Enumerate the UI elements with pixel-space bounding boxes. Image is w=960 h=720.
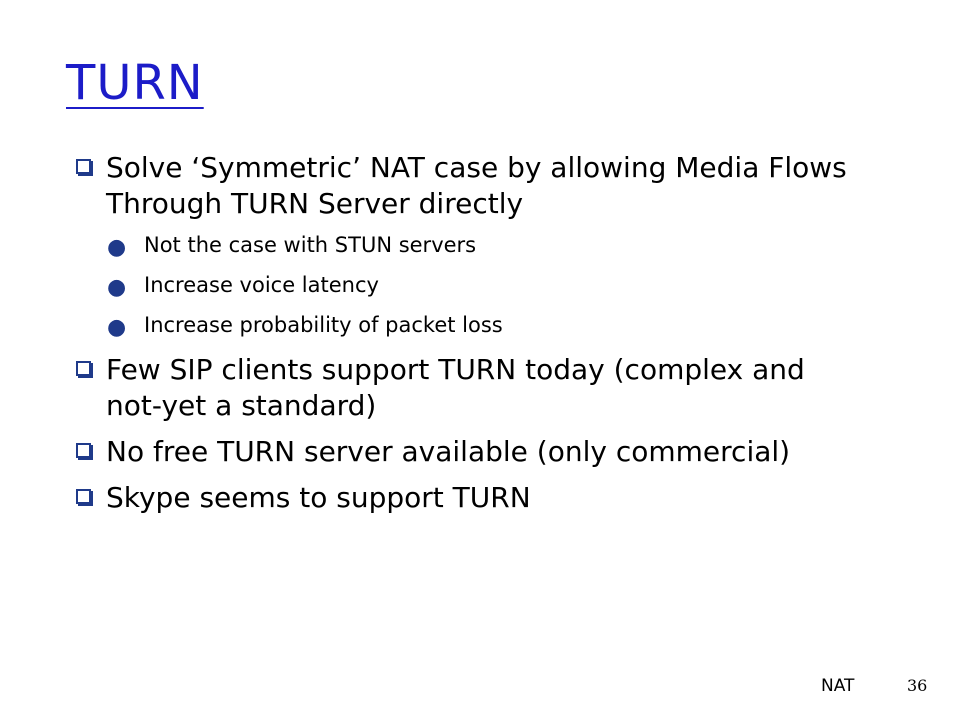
bullet-text: Skype seems to support TURN	[106, 481, 531, 514]
page-number: 36	[907, 676, 928, 695]
sub-bullet-item: ● Not the case with STUN servers	[72, 232, 932, 260]
circle-bullet-icon: ●	[107, 315, 127, 340]
square-bullet-icon	[76, 159, 91, 174]
bullet-item: Skype seems to support TURN	[72, 480, 932, 516]
bullet-text: Few SIP clients support TURN today (comp…	[106, 353, 805, 422]
bullet-text: Solve ‘Symmetric’ NAT case by allowing M…	[106, 151, 847, 220]
sub-bullet-text: Increase probability of packet loss	[144, 313, 503, 337]
sub-bullet-list: ● Not the case with STUN servers ● Incre…	[72, 232, 932, 340]
sub-bullet-text: Not the case with STUN servers	[144, 233, 477, 257]
bullet-item: Few SIP clients support TURN today (comp…	[72, 352, 826, 424]
square-bullet-icon	[76, 489, 91, 504]
bullet-text: No free TURN server available (only comm…	[106, 435, 791, 468]
square-bullet-icon	[76, 361, 91, 376]
square-bullet-icon	[76, 443, 91, 458]
bullet-list: Solve ‘Symmetric’ NAT case by allowing M…	[72, 150, 932, 526]
sub-bullet-text: Increase voice latency	[144, 273, 379, 297]
sub-bullet-item: ● Increase probability of packet loss	[72, 312, 932, 340]
footer-label: NAT	[821, 676, 855, 696]
circle-bullet-icon: ●	[107, 235, 127, 260]
sub-bullet-item: ● Increase voice latency	[72, 272, 932, 300]
bullet-item: No free TURN server available (only comm…	[72, 434, 796, 470]
slide-title: TURN	[66, 55, 204, 111]
circle-bullet-icon: ●	[107, 275, 127, 300]
bullet-item: Solve ‘Symmetric’ NAT case by allowing M…	[72, 150, 866, 222]
